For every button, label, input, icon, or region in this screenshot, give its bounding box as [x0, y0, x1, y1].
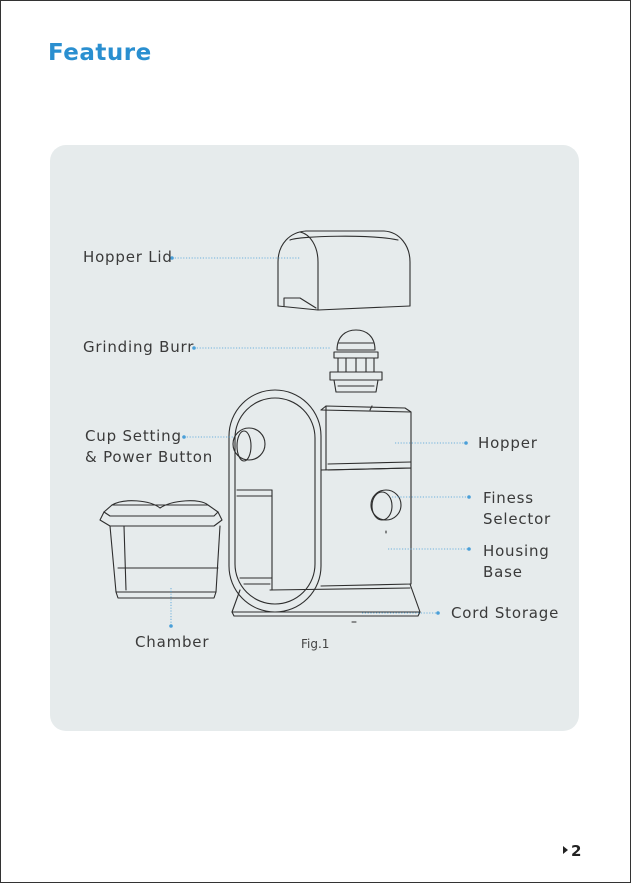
figure-caption: Fig.1: [301, 637, 329, 651]
label-grinding-burr: Grinding Burr: [83, 337, 194, 358]
label-cord-storage: Cord Storage: [451, 603, 559, 624]
label-finess-line1: Finess: [483, 488, 534, 509]
label-finess-line2: Selector: [483, 509, 551, 530]
leader-dots: [169, 256, 471, 628]
grinder-body-drawing: [229, 390, 420, 622]
label-hopper-lid: Hopper Lid: [83, 247, 173, 268]
label-housing-line1: Housing: [483, 541, 550, 562]
page-number-value: 2: [571, 842, 581, 860]
label-cup-setting-line1: Cup Setting: [85, 426, 182, 447]
leader-lines: [171, 258, 469, 626]
label-housing-line2: Base: [483, 562, 523, 583]
grinding-burr-drawing: [330, 330, 382, 392]
chamber-drawing: [100, 501, 222, 598]
page-arrow-icon: [563, 846, 568, 854]
page-number: 2: [563, 842, 581, 860]
label-hopper: Hopper: [478, 433, 538, 454]
label-chamber: Chamber: [135, 632, 209, 653]
hopper-lid-drawing: [278, 231, 410, 310]
label-cup-setting-line2: & Power Button: [85, 447, 213, 468]
